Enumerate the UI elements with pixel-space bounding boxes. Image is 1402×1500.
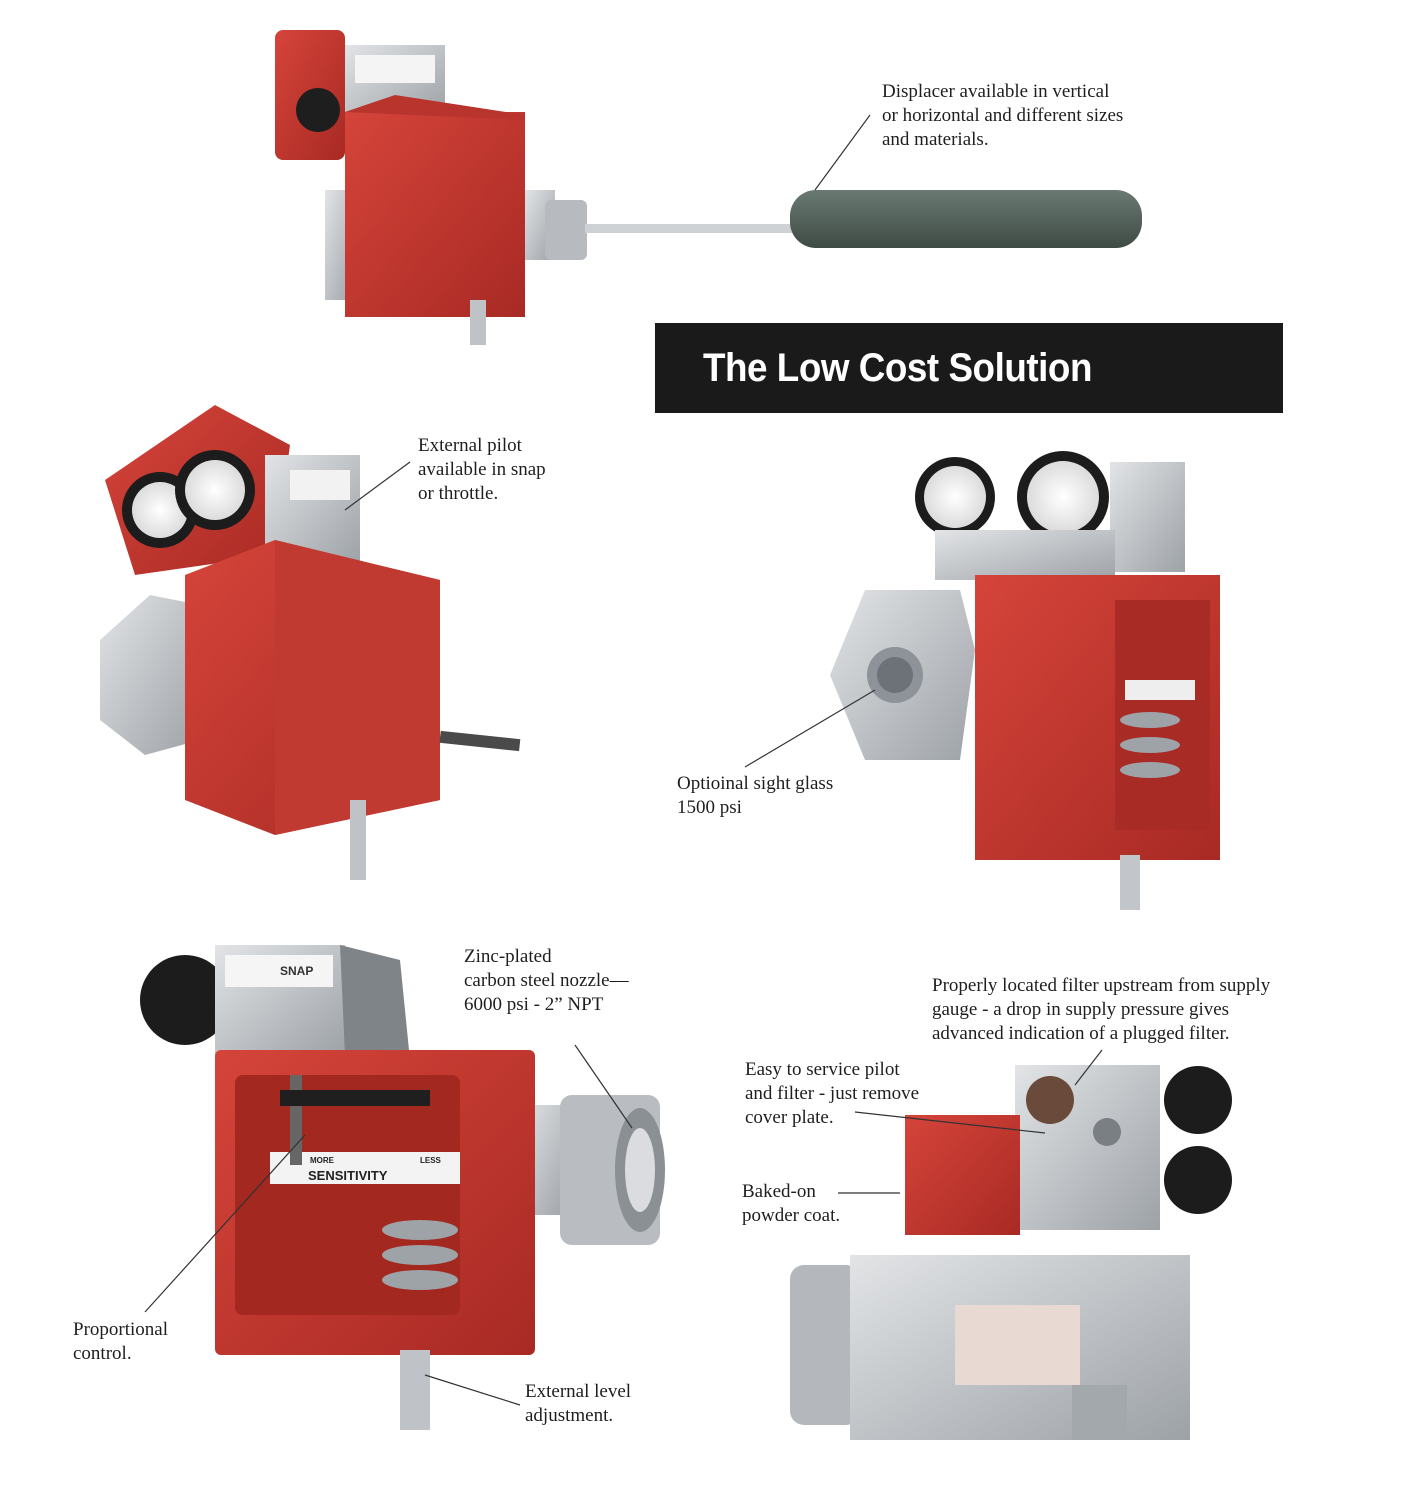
caption-displacer: Displacer available in vertical or horiz… <box>882 81 1124 150</box>
caption-filter: Properly located filter upstream from su… <box>932 975 1271 1044</box>
unit-filter-pilot <box>790 1049 1232 1440</box>
unit-open-housing <box>140 945 665 1430</box>
sensitivity-plate-label: SENSITIVITY <box>308 1168 388 1183</box>
snap-plate-label: SNAP <box>280 964 313 978</box>
banner-title: The Low Cost Solution <box>703 345 1092 390</box>
unit-displacer-horizontal <box>275 30 1142 345</box>
caption-external-pilot: External pilot available in snap or thro… <box>418 435 546 504</box>
unit-external-pilot <box>100 405 521 880</box>
more-plate-label: MORE <box>310 1156 335 1165</box>
caption-level-adjustment: External level adjustment. <box>525 1381 632 1426</box>
banner: The Low Cost Solution <box>655 323 1283 413</box>
caption-sight-glass: Optioinal sight glass 1500 psi <box>677 773 834 818</box>
caption-proportional-control: Proportional control. <box>73 1319 168 1364</box>
less-plate-label: LESS <box>420 1156 442 1165</box>
caption-nozzle: Zinc-plated carbon steel nozzle— 6000 ps… <box>464 946 629 1015</box>
caption-service: Easy to service pilot and filter - just … <box>745 1059 920 1128</box>
unit-sight-glass <box>744 451 1220 910</box>
caption-powder-coat: Baked-on powder coat. <box>742 1181 841 1226</box>
